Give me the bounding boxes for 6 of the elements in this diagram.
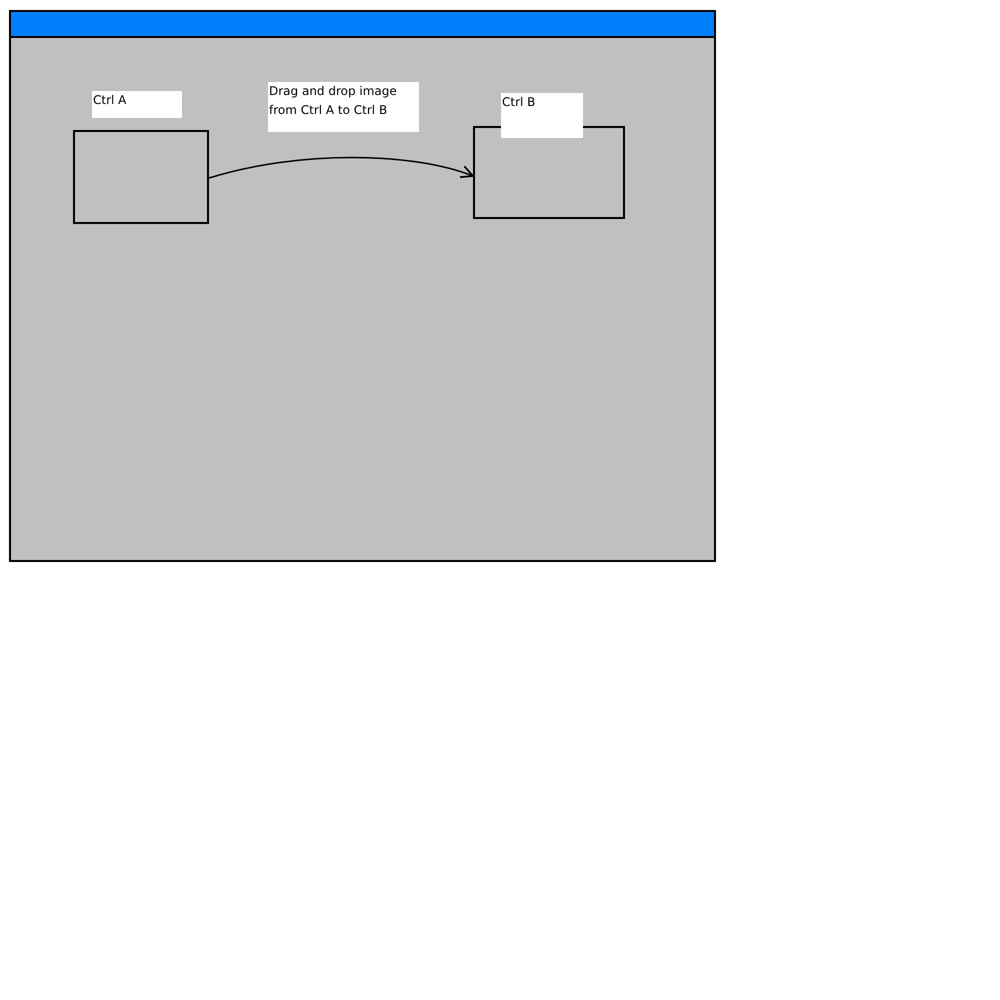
window-frame [9,10,716,562]
control-label: Ctrl B [501,93,583,138]
edge-label: Drag and drop image from Ctrl A to Ctrl B [268,82,419,132]
control-box [73,130,209,224]
control-label: Ctrl A [92,91,182,118]
arrow [208,156,474,179]
